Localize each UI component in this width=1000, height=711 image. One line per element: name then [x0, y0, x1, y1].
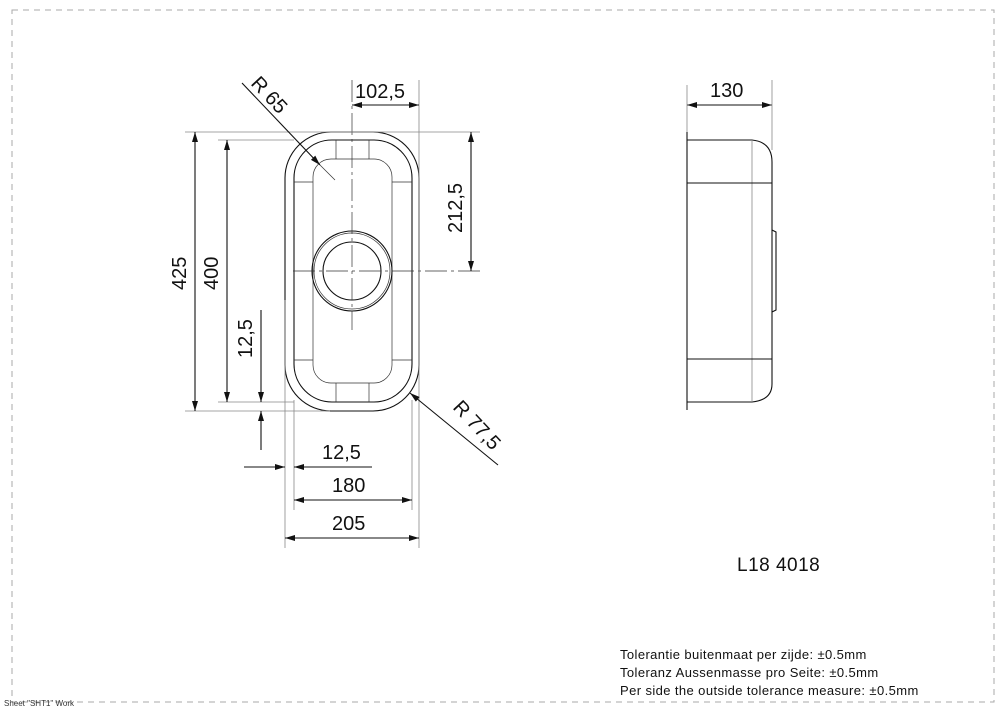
- dim-180: 180: [332, 475, 365, 497]
- dim-12-5-horizontal: 12,5: [322, 442, 361, 464]
- dim-r77-5: R 77,5: [448, 396, 504, 454]
- extension-lines: [185, 80, 480, 548]
- tolerance-en: Per side the outside tolerance measure: …: [620, 683, 919, 698]
- tolerance-nl: Tolerantie buitenmaat per zijde: ±0.5mm: [620, 647, 867, 662]
- dim-212-5: 212,5: [445, 183, 467, 233]
- dim-400: 400: [201, 257, 223, 290]
- dim-12-5-vertical: 12,5: [235, 319, 257, 358]
- dim-102-5: 102,5: [355, 81, 405, 103]
- product-code: L18 4018: [737, 555, 821, 576]
- sheet-border: [11, 9, 995, 703]
- dim-205: 205: [332, 513, 365, 535]
- sink-top-view: [284, 80, 480, 412]
- sink-side-view: [686, 80, 777, 410]
- tolerance-de: Toleranz Aussenmasse pro Seite: ±0.5mm: [620, 665, 879, 680]
- dimension-lines: [192, 82, 772, 541]
- dim-130: 130: [710, 80, 743, 102]
- sheet-label: Sheet "SHT1" Work: [4, 699, 74, 708]
- dim-425: 425: [169, 257, 191, 290]
